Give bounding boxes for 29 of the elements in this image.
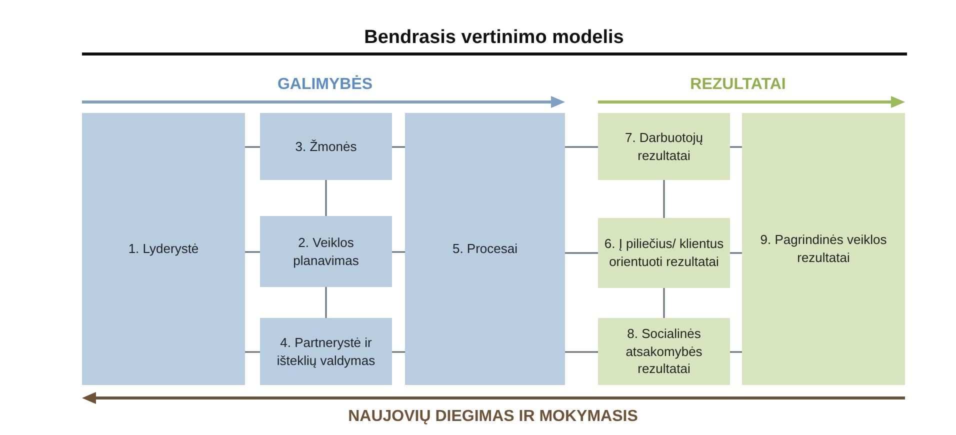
category-box: 4. Partnerystė ir išteklių valdymas <box>260 318 392 385</box>
connector-line <box>392 351 405 353</box>
connector-line <box>565 146 598 148</box>
connector-line <box>325 180 327 216</box>
category-box: 6. Į piliečius/ klientus orientuoti rezultatai <box>598 218 730 288</box>
connector-line <box>245 351 260 353</box>
connector-line <box>325 287 327 318</box>
diagram-title: Bendrasis vertinimo modelis <box>364 27 624 49</box>
category-box: 1. Lyderystė <box>82 113 245 385</box>
category-box: 8. Socialinės atsakomybės rezultatai <box>598 318 730 385</box>
connector-line <box>565 252 598 254</box>
category-box: 5. Procesai <box>405 113 565 385</box>
connector-line <box>565 351 598 353</box>
connector-line <box>730 351 742 353</box>
category-box: 9. Pagrindinės veiklos rezultatai <box>742 113 905 385</box>
connector-line <box>730 146 742 148</box>
connector-line <box>392 251 405 253</box>
category-box: 3. Žmonės <box>260 113 392 180</box>
connector-line <box>245 251 260 253</box>
arrow-label: GALIMYBĖS <box>277 76 373 94</box>
connector-line <box>663 288 665 318</box>
connector-line <box>245 146 260 148</box>
arrow-label: NAUJOVIŲ DIEGIMAS IR MOKYMASIS <box>348 408 638 426</box>
connector-line <box>663 180 665 218</box>
arrow-label: REZULTATAI <box>690 76 786 94</box>
connector-line <box>392 146 405 148</box>
connector-line <box>730 252 742 254</box>
category-box: 7. Darbuotojų rezultatai <box>598 113 730 180</box>
category-box: 2. Veiklos planavimas <box>260 216 392 287</box>
